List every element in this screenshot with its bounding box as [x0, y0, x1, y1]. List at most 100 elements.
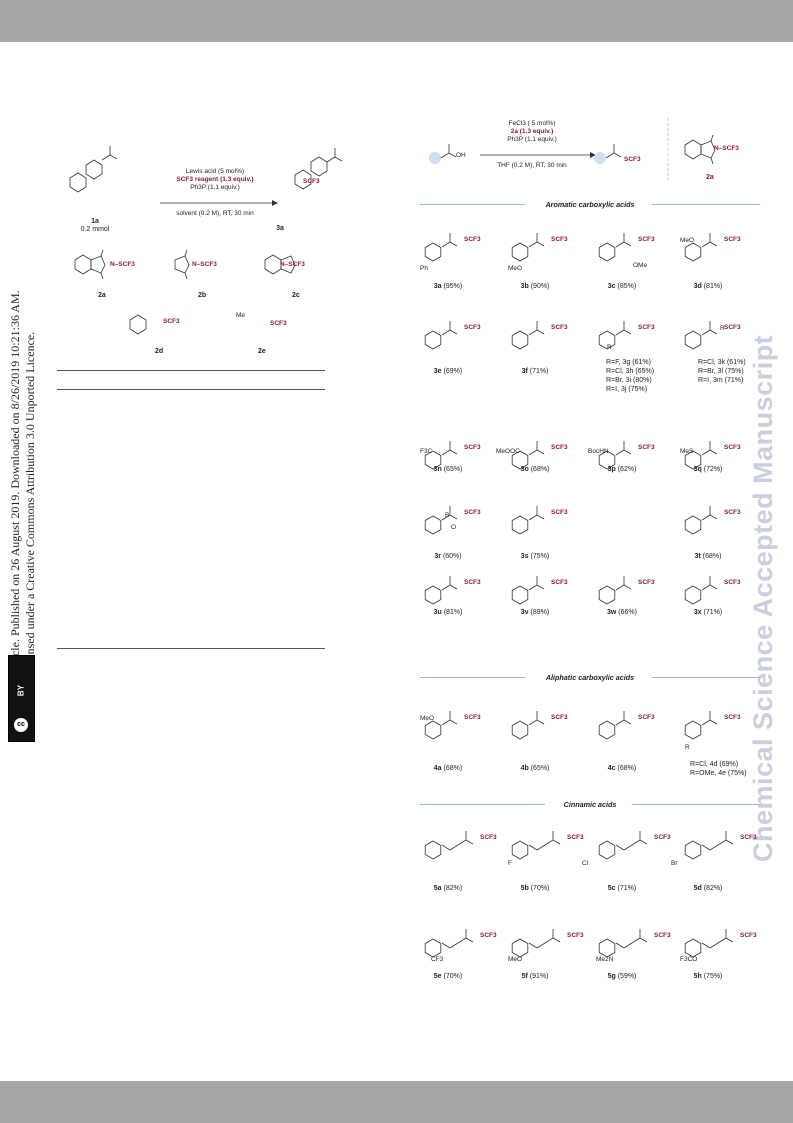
- compound-yield: (89%): [530, 609, 550, 616]
- n-scf3-2a-right: N–SCF3: [714, 145, 739, 152]
- label-2d: 2d: [155, 348, 164, 355]
- table-rule-3: [57, 648, 325, 649]
- compound-3r: 3r (60%): [408, 552, 488, 561]
- label-2c: 2c: [292, 292, 300, 299]
- cc-icon: cc: [14, 718, 28, 732]
- cc-badge[interactable]: cc BY: [8, 655, 35, 742]
- scheme-right-conditions: FeCl3 ( 5 mol%) 2a (1.3 equiv.) Ph3P (1.…: [472, 120, 592, 144]
- scf3-3a: SCF3: [303, 178, 320, 185]
- structure: [424, 831, 474, 860]
- substituent-cf3: CF3: [431, 956, 444, 963]
- compound-5g: 5g (59%): [582, 972, 662, 981]
- scf3-group: SCF3: [724, 444, 741, 451]
- structure: [598, 711, 632, 740]
- compound-3x: 3x (71%): [668, 608, 748, 617]
- compound-id: 4c: [607, 765, 616, 772]
- compound-id: 3e: [433, 368, 442, 375]
- structure: [511, 711, 545, 740]
- section-cinnamic-title: Cinnamic acids: [563, 800, 617, 809]
- scf3-group: SCF3: [464, 509, 481, 516]
- scf3-group: SCF3: [740, 932, 757, 939]
- compound-id: 5g: [607, 973, 616, 980]
- compound-yield: (71%): [529, 368, 549, 375]
- scf3-group: SCF3: [464, 324, 481, 331]
- compound-5a: 5a (82%): [408, 884, 488, 893]
- compound-id: 5d: [693, 885, 702, 892]
- scf3-group: SCF3: [480, 932, 497, 939]
- amount-1a: 0.2 mmol: [80, 226, 110, 233]
- top-band: [0, 0, 793, 42]
- substituent-r: R: [607, 344, 612, 351]
- structure: [598, 441, 632, 470]
- variant-3l: R=Br, 3l (75%): [698, 368, 744, 375]
- variants-3g-3j: R=F, 3g (61%) R=Cl, 3h (65%) R=Br, 3i (8…: [606, 358, 654, 394]
- compound-id: 3p: [607, 466, 616, 473]
- variant-3g: R=F, 3g (61%): [606, 359, 651, 366]
- compound-yield: (69%): [443, 368, 463, 375]
- structure: [511, 506, 545, 535]
- scf3-group: SCF3: [638, 714, 655, 721]
- compound-id: 3o: [520, 466, 529, 473]
- compound-4c: 4c (68%): [582, 764, 662, 773]
- structure: [684, 233, 718, 262]
- cond-ph3p-right: Ph3P (1.1 equiv.): [507, 136, 557, 143]
- scheme-right-conditions-below: THF (0.2 M), RT, 30 min: [497, 162, 567, 169]
- variants-3k-3m: R=Cl, 3k (61%) R=Br, 3l (75%) R=I, 3m (7…: [698, 358, 746, 385]
- scf3-group: SCF3: [724, 714, 741, 721]
- compound-yield: (70%): [443, 973, 463, 980]
- cond-lewis-acid: Lewis acid (5 mol%): [185, 168, 245, 175]
- structure: [424, 929, 474, 958]
- scf3-2d: SCF3: [163, 318, 180, 325]
- compound-id: 5c: [607, 885, 616, 892]
- compound-id: 4a: [433, 765, 442, 772]
- compound-id: 3w: [607, 609, 617, 616]
- compound-id: 5h: [693, 973, 702, 980]
- scf3-group: SCF3: [740, 834, 757, 841]
- structure: [511, 576, 545, 605]
- structure: [598, 576, 632, 605]
- scf3-group: SCF3: [638, 324, 655, 331]
- substituent-meo: MeO: [420, 715, 435, 722]
- variant-3i: R=Br, 3i (80%): [606, 377, 652, 384]
- scheme-right-structures: [429, 118, 716, 180]
- variant-4e: R=OMe, 4e (75%): [690, 770, 747, 777]
- structure: [424, 233, 458, 262]
- compound-3n: 3n (65%): [408, 465, 488, 474]
- compound-yield: (71%): [617, 885, 637, 892]
- substituent-f3c: F3C: [420, 448, 433, 455]
- scf3-group: SCF3: [551, 324, 568, 331]
- label-2e: 2e: [258, 348, 266, 355]
- compound-yield: (66%): [618, 609, 637, 616]
- compound-yield: (65%): [530, 765, 550, 772]
- table-rule-1: [57, 370, 325, 371]
- substituent-ph: Ph: [420, 265, 428, 272]
- compound-5d: 5d (82%): [668, 884, 748, 893]
- oh-substrate: OH: [456, 152, 466, 159]
- structure: [511, 929, 561, 958]
- structure: [424, 576, 458, 605]
- variant-3k: R=Cl, 3k (61%): [698, 359, 746, 366]
- compound-id: 3c: [607, 283, 616, 290]
- substituent-meo: MeO: [508, 956, 523, 963]
- compound-id: 3r: [434, 553, 441, 560]
- substituent-o: O: [451, 524, 457, 531]
- structure: [684, 506, 718, 535]
- compound-id: 3x: [693, 609, 702, 616]
- variant-3j: R=I, 3j (75%): [606, 386, 648, 393]
- compound-3d: 3d (81%): [668, 282, 748, 291]
- variant-3h: R=Cl, 3h (65%): [606, 368, 655, 375]
- structure: [424, 321, 458, 350]
- structure: [511, 831, 561, 860]
- substituent-ome: OMe: [633, 262, 648, 269]
- compound-id: 5f: [521, 973, 528, 980]
- scf3-group: SCF3: [464, 236, 481, 243]
- section-cinnamic: Cinnamic acids: [420, 800, 760, 810]
- compound-id: 5a: [433, 885, 442, 892]
- variant-3m: R=I, 3m (71%): [698, 377, 744, 384]
- me-2e: Me: [236, 312, 246, 319]
- compound-yield: (68%): [443, 765, 463, 772]
- structure: [511, 441, 545, 470]
- compound-3p: 3p (62%): [582, 465, 662, 474]
- compound-3s: 3s (75%): [495, 552, 575, 561]
- compound-5h: 5h (75%): [668, 972, 748, 981]
